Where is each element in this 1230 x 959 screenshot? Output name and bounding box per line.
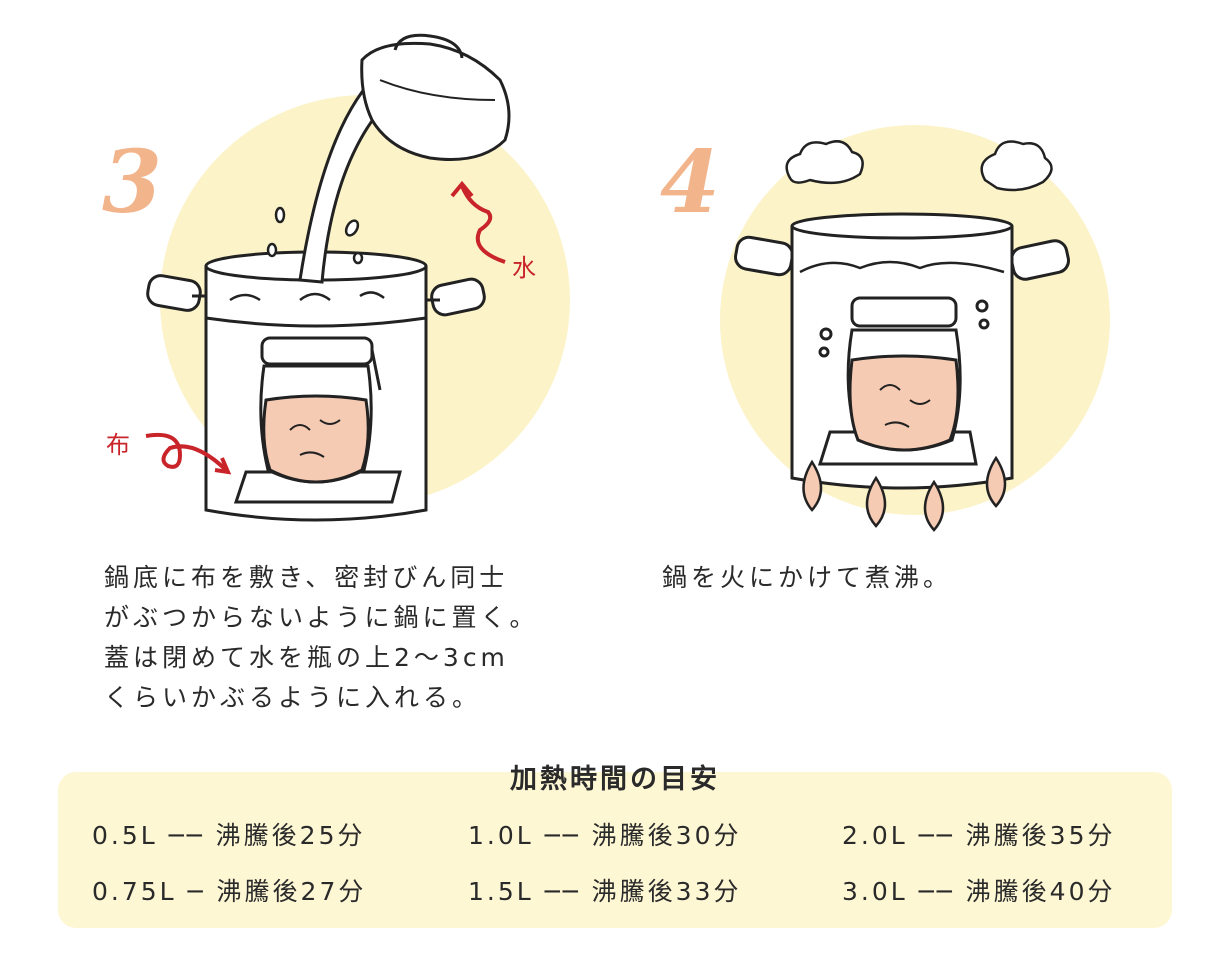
timing-item: 1.0L ── 沸騰後30分 <box>468 821 742 850</box>
timing-item: 0.75L ─ 沸騰後27分 <box>92 877 367 906</box>
flame-icon <box>802 455 1007 532</box>
jug-icon <box>360 33 511 162</box>
timing-title: 加熱時間の目安 <box>510 764 720 795</box>
step4-number: 4 <box>660 132 720 233</box>
water-arrow <box>460 185 506 264</box>
timing-table-box <box>58 772 1172 928</box>
step4-caption: 鍋を火にかけて煮沸。 <box>662 558 952 598</box>
water-label: 水 <box>512 254 536 282</box>
caption-line: くらいかぶるように入れる。 <box>104 683 482 712</box>
caption-line: 鍋底に布を敷き、密封びん同士 <box>104 563 509 592</box>
water-stream <box>298 89 383 284</box>
caption-line: がぶつからないように鍋に置く。 <box>104 603 539 632</box>
cloth-arrow <box>145 432 228 472</box>
caption-line: 蓋は閉めて水を瓶の上2〜3cm <box>104 643 509 672</box>
step3-caption: 鍋底に布を敷き、密封びん同士 がぶつからないように鍋に置く。 蓋は閉めて水を瓶の… <box>104 558 539 718</box>
step3-jar <box>259 336 382 484</box>
water-splash <box>266 206 364 265</box>
illustration-area <box>145 33 1110 532</box>
timing-item: 0.5L ── 沸騰後25分 <box>92 821 366 850</box>
cloth-label: 布 <box>106 431 130 459</box>
timing-item: 3.0L ── 沸騰後40分 <box>842 877 1116 906</box>
timing-item: 2.0L ── 沸騰後35分 <box>842 821 1116 850</box>
step4-jar <box>846 296 962 452</box>
steam-cloud-icon <box>785 140 1053 192</box>
timing-item: 1.5L ── 沸騰後33分 <box>468 877 742 906</box>
step3-number: 3 <box>102 132 162 233</box>
caption-line: 鍋を火にかけて煮沸。 <box>662 563 953 592</box>
